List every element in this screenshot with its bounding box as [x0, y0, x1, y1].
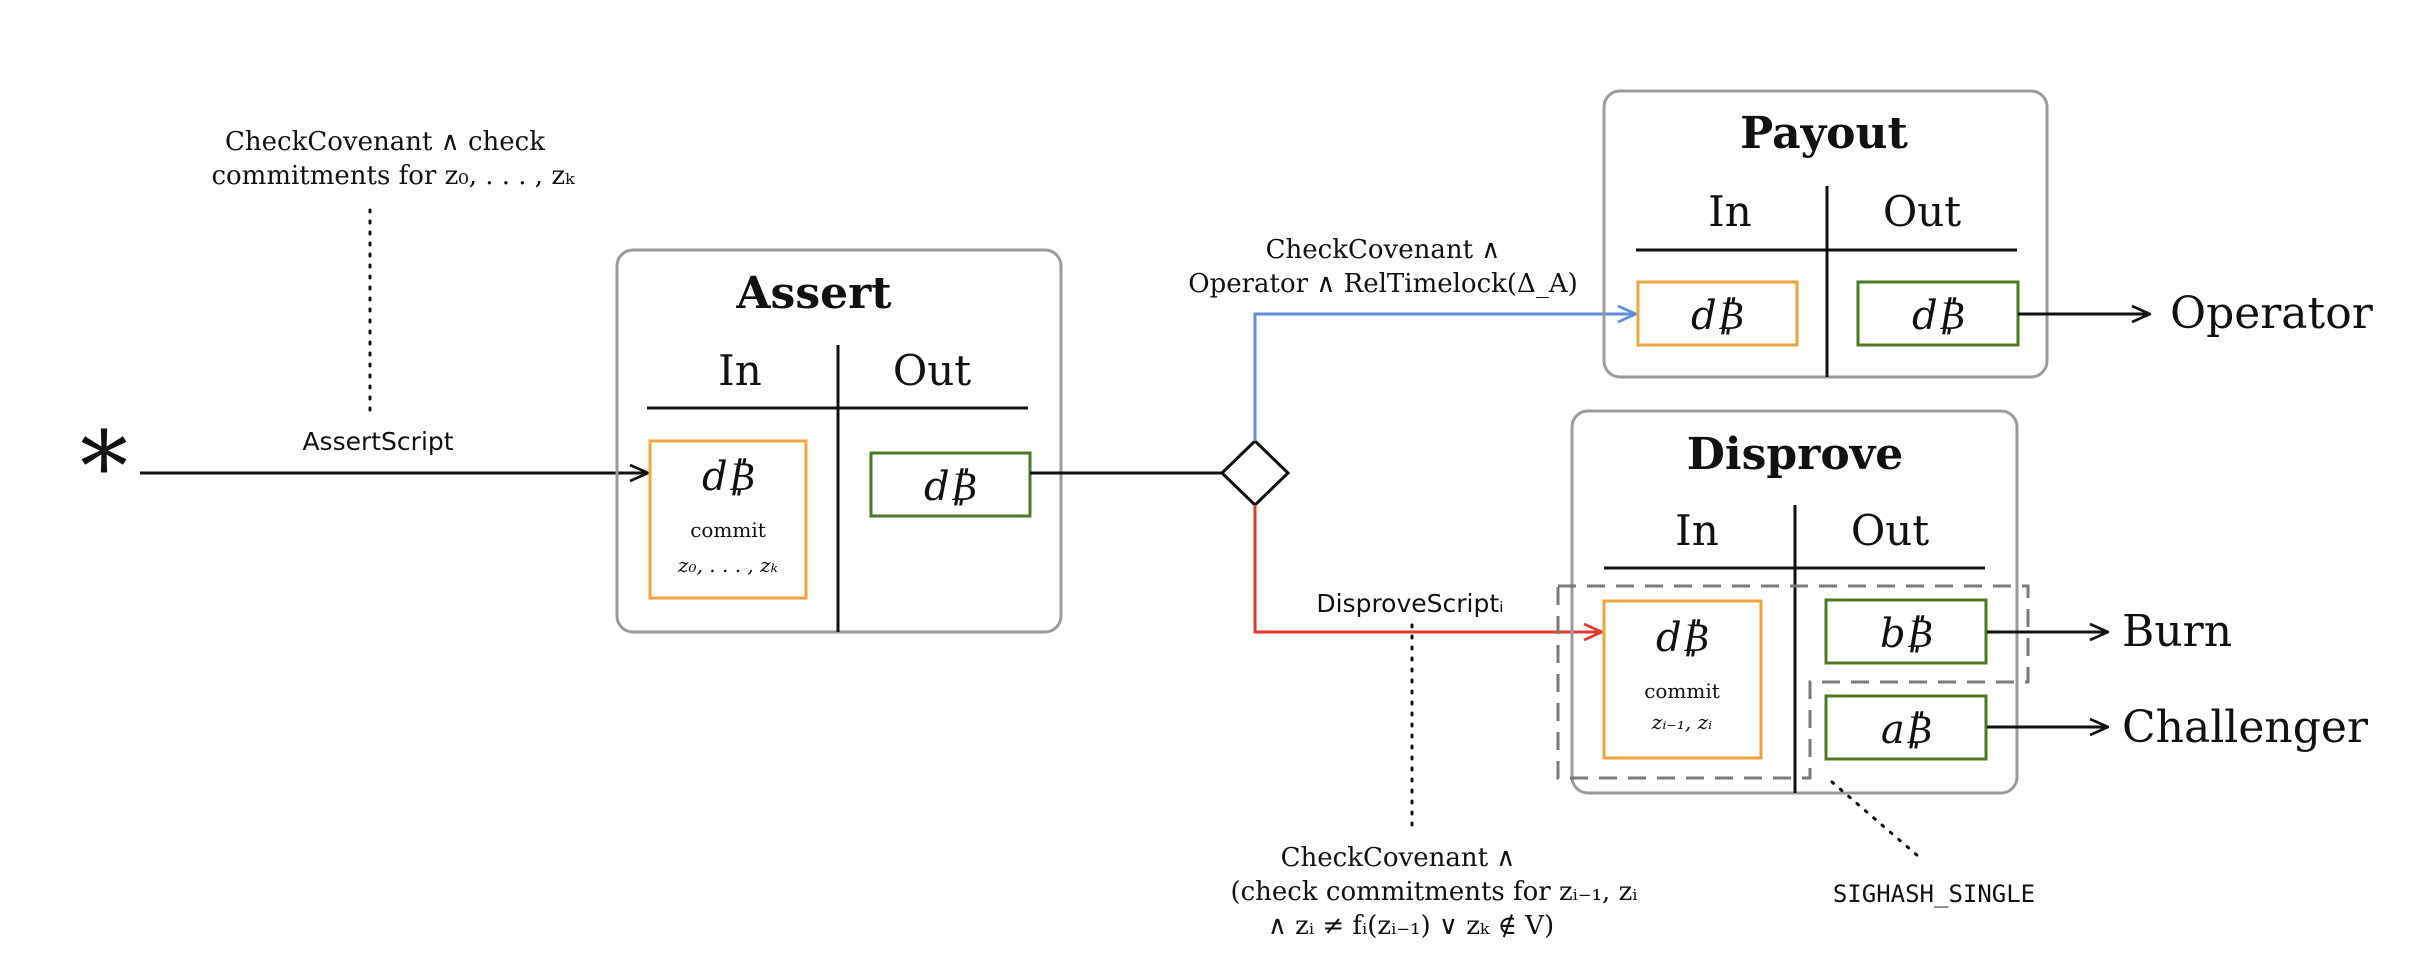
assert-script-label: AssertScript [302, 427, 453, 456]
payout-output-amount: d₿ [1912, 293, 1964, 339]
disprove-challenger-output-amount: a₿ [1881, 707, 1931, 753]
assert-input-commit: commit [690, 518, 766, 542]
disprove-burn-output-amount: b₿ [1880, 611, 1932, 657]
disprove-input-utxo[interactable] [1602, 599, 1763, 760]
disprove-title: Disprove [1687, 429, 1904, 480]
disprove-input-vars: zᵢ₋₁, zᵢ [1651, 710, 1712, 734]
disprove-condition-line2: (check commitments for zᵢ₋₁, zᵢ [1230, 877, 1637, 907]
assert-output-utxo[interactable] [869, 451, 1032, 518]
assert-input-vars: z₀, . . . , zₖ [677, 553, 778, 577]
disprove-edge [1253, 505, 1602, 632]
disprove-challenger-output-utxo[interactable] [1824, 694, 1988, 761]
payout-out-header: Out [1883, 187, 1961, 236]
disprove-condition-line3: ∧ zᵢ ≠ fᵢ(zᵢ₋₁) ∨ zₖ ∉ V) [1268, 911, 1554, 941]
sighash-single-group-outline [1556, 584, 2030, 780]
disprove-burn-output-utxo[interactable] [1824, 598, 1988, 665]
assert-transaction: Assert In Out d₿ commit z₀, . . . , zₖ d… [615, 248, 1063, 634]
disprove-transaction: Disprove In Out d₿ commit zᵢ₋₁, zᵢ b₿ a₿ [1570, 409, 2019, 795]
assert-in-header: In [718, 346, 762, 395]
assert-out-header: Out [893, 346, 971, 395]
branch-diamond [1219, 438, 1291, 508]
payout-transaction: Payout In Out d₿ d₿ [1602, 89, 2049, 379]
assert-condition-line1: CheckCovenant ∧ check [225, 127, 545, 157]
payout-input-utxo[interactable] [1636, 280, 1799, 347]
sighash-dotted-link [1830, 780, 1920, 858]
assert-input-amount: d₿ [702, 454, 754, 500]
sighash-single-label: SIGHASH_SINGLE [1833, 880, 2035, 908]
disprove-input-amount: d₿ [1656, 615, 1708, 661]
disprove-script-label: DisproveScriptᵢ [1316, 589, 1503, 618]
start-symbol: * [80, 411, 128, 523]
assert-input-utxo[interactable] [648, 439, 808, 600]
operator-label: Operator [2170, 288, 2374, 339]
payout-condition-line1: CheckCovenant ∧ [1266, 235, 1501, 265]
assert-condition-line2: commitments for z₀, . . . , zₖ [211, 161, 576, 191]
disprove-condition-line1: CheckCovenant ∧ [1281, 843, 1516, 873]
disprove-out-header: Out [1851, 506, 1929, 555]
assert-title: Assert [735, 268, 892, 319]
disprove-input-commit: commit [1644, 679, 1720, 703]
payout-title: Payout [1740, 108, 1908, 159]
burn-label: Burn [2122, 606, 2232, 657]
payout-condition-line2: Operator ∧ RelTimelock(Δ_A) [1188, 269, 1577, 299]
disprove-in-header: In [1675, 506, 1719, 555]
payout-in-header: In [1708, 187, 1752, 236]
challenger-label: Challenger [2122, 702, 2369, 753]
payout-edge [1253, 314, 1636, 441]
assert-output-amount: d₿ [924, 464, 976, 510]
payout-input-amount: d₿ [1691, 293, 1743, 339]
